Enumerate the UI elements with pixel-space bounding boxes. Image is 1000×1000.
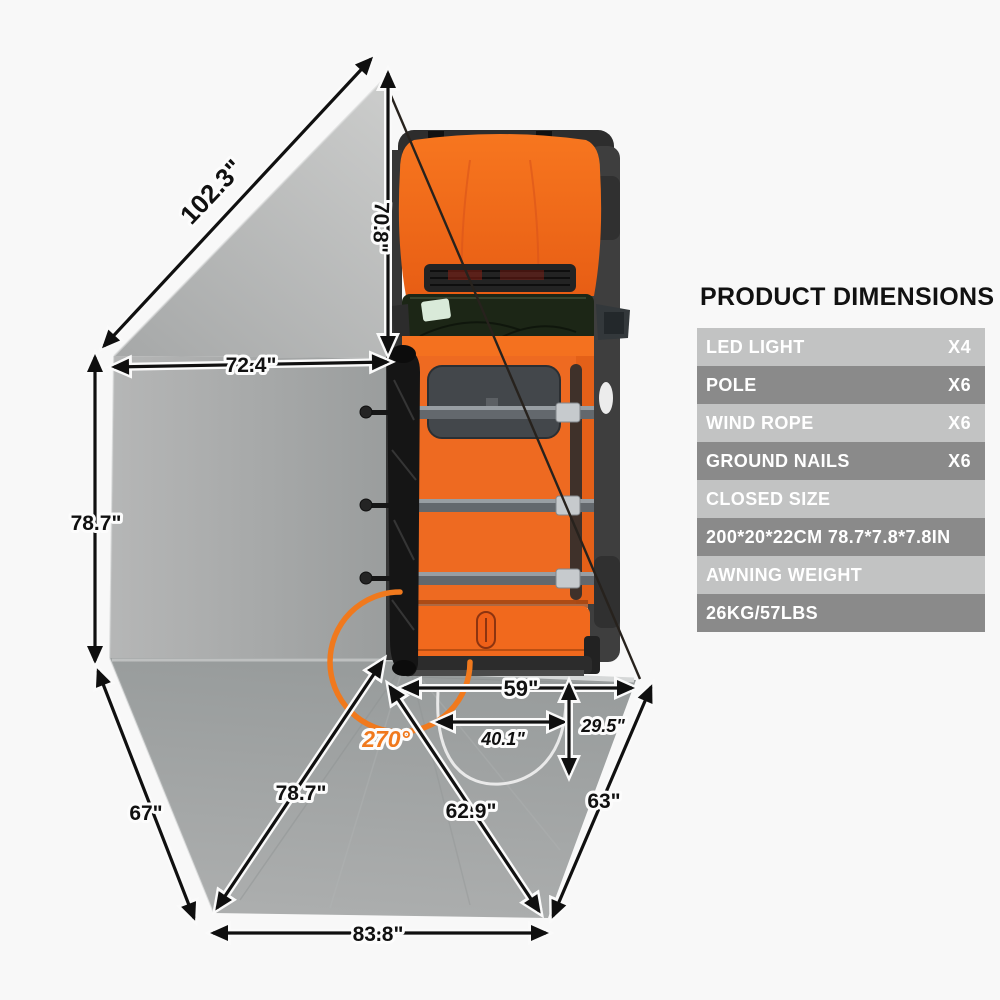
- windshield: [402, 294, 594, 342]
- product-dimensions-panel: PRODUCT DIMENSIONS LED LIGHT X4 POLE X6 …: [697, 283, 995, 632]
- spec-label: GROUND NAILS: [706, 450, 850, 471]
- dimension-arrows: [83, 52, 655, 945]
- hood: [398, 134, 602, 296]
- spec-label: WIND ROPE: [706, 412, 814, 433]
- spec-row-wind-rope: WIND ROPE X6: [697, 404, 985, 442]
- dim-line-top-edge: [105, 350, 396, 379]
- spec-value: X6: [948, 412, 971, 433]
- dim-line-fan-mid: [385, 679, 544, 919]
- awning-bag: [386, 345, 420, 677]
- dim-label-top-edge: 72.4": [226, 354, 277, 377]
- wind-rope-line: [384, 83, 642, 680]
- spec-row-weight-value: 26KG/57LBS: [697, 594, 985, 632]
- spec-label: 200*20*22CM 78.7*7.8*7.8IN: [706, 526, 951, 547]
- windshield-cloth: [421, 298, 451, 322]
- dim-label-rope-width: 40.1": [480, 729, 525, 749]
- dim-line-fan-right: [549, 678, 655, 925]
- dim-label-front-depth: 70.8": [368, 201, 393, 253]
- vehicle-top-view: [386, 130, 630, 676]
- dim-label-bottom-edge: 83.8": [353, 923, 404, 946]
- dim-label-fan-mid: 62.9": [446, 800, 497, 823]
- spec-value: X6: [948, 450, 971, 471]
- dim-label-rear-width: 59": [504, 676, 539, 701]
- spec-row-led-light: LED LIGHT X4: [697, 328, 985, 366]
- dim-label-fan-right: 63": [587, 790, 620, 813]
- dim-line-corner-left: [93, 662, 199, 927]
- spec-row-closed-size-value: 200*20*22CM 78.7*7.8*7.8IN: [697, 518, 985, 556]
- dim-label-rope-depth: 29.5": [580, 716, 625, 736]
- roof-crossbars: [398, 402, 594, 589]
- dim-label-fan-left: 78.7": [276, 782, 327, 805]
- spec-row-pole: POLE X6: [697, 366, 985, 404]
- spec-label: 26KG/57LBS: [706, 602, 819, 623]
- right-roof-rail: [570, 364, 582, 600]
- spec-label: AWNING WEIGHT: [706, 564, 863, 585]
- dim-label-side-left: 78.7": [71, 512, 122, 535]
- tailgate: [404, 606, 590, 662]
- dim-line-diag-top: [97, 52, 378, 353]
- spec-row-closed-size: CLOSED SIZE: [697, 480, 985, 518]
- left-mirror: [392, 304, 410, 338]
- dim-line-fan-left: [211, 654, 388, 916]
- spec-row-awning-weight: AWNING WEIGHT: [697, 556, 985, 594]
- fabric-side-panel: [110, 356, 402, 658]
- rear-bumper: [402, 656, 592, 674]
- spec-value: X6: [948, 374, 971, 395]
- dim-label-corner-left: 67": [129, 802, 162, 825]
- spec-label: POLE: [706, 374, 757, 395]
- dim-label-wrap-angle: 270°: [361, 726, 410, 752]
- spec-label: LED LIGHT: [706, 336, 805, 357]
- crossbar-end-knobs: [359, 405, 390, 585]
- spec-row-ground-nails: GROUND NAILS X6: [697, 442, 985, 480]
- spec-label: CLOSED SIZE: [706, 488, 831, 509]
- panel-title: PRODUCT DIMENSIONS: [700, 283, 995, 311]
- spec-value: X4: [948, 336, 971, 357]
